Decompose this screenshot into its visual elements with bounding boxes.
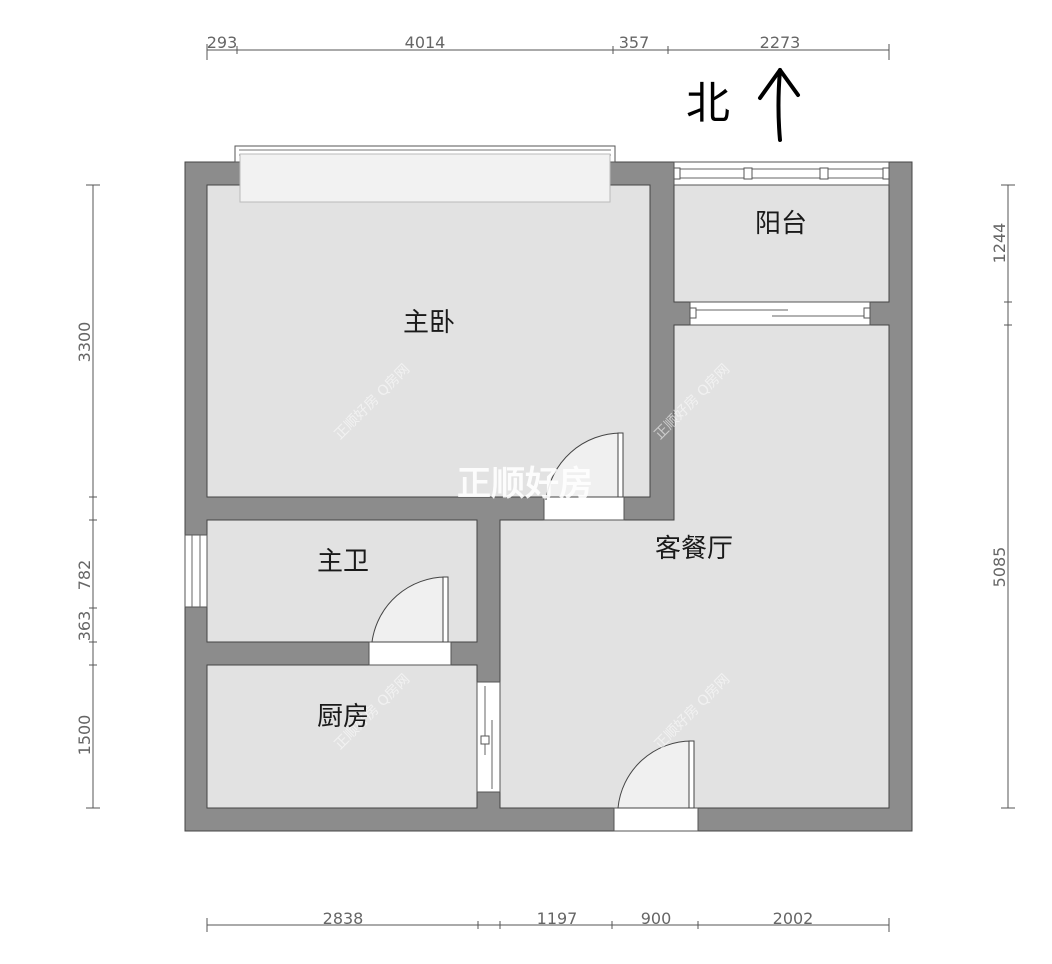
balcony-sliding-door [689,301,871,326]
dimension-right [1001,184,1015,809]
room-kitchen [206,664,478,809]
dim-bottom-3: 900 [641,909,672,928]
dimension-left [86,184,100,809]
dim-bottom-1: 2838 [323,909,364,928]
label-balcony: 阳台 [755,209,807,239]
label-master-bedroom: 主卧 [403,308,455,338]
kitchen-sliding-door [476,681,501,793]
watermark-main: 正顺好房 [457,464,593,504]
dim-top-3: 357 [619,33,650,52]
entry-door [613,740,699,832]
bedroom-bay-window [234,145,616,203]
dim-bottom-4: 2002 [773,909,814,928]
label-master-bath: 主卫 [317,547,369,577]
dim-bottom-2: 1197 [537,909,578,928]
dim-right-2: 5085 [990,547,1009,588]
dim-top-2: 4014 [405,33,446,52]
label-kitchen: 厨房 [317,702,369,732]
dim-top-1: 293 [207,33,238,52]
room-living-dining [499,324,890,809]
bath-window [184,534,208,608]
dim-left-4: 1500 [75,715,94,756]
dim-top-4: 2273 [760,33,801,52]
bedroom-door [543,432,625,521]
room-balcony [673,184,890,303]
bath-door [368,576,452,666]
dim-right-1: 1244 [990,223,1009,264]
dimension-bottom [206,918,890,932]
dim-left-3: 363 [75,611,94,642]
north-label: 北 [686,78,730,129]
dim-left-1: 3300 [75,322,94,363]
dim-left-2: 782 [75,560,94,591]
dimension-top [206,44,890,60]
room-master-bedroom [206,184,651,498]
balcony-window [673,161,890,186]
label-living-dining: 客餐厅 [655,534,733,564]
north-arrow-icon [758,68,800,142]
